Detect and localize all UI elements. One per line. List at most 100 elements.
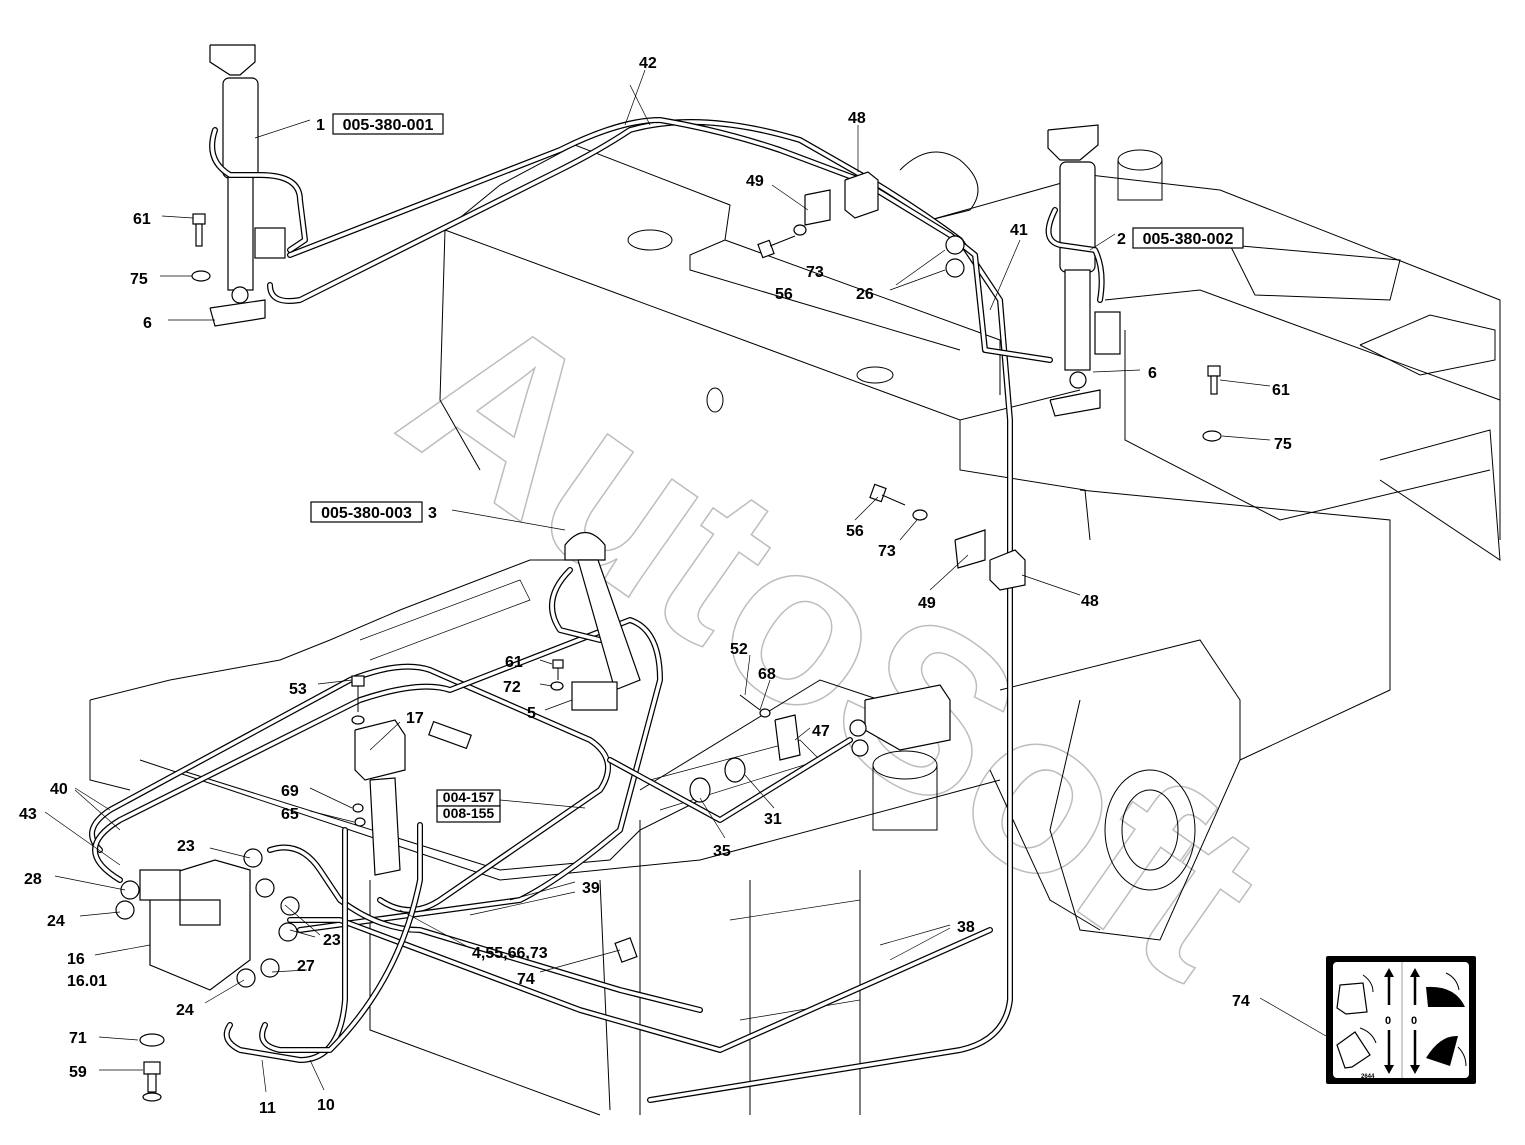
callout-38: 38 <box>957 919 975 936</box>
leader-line <box>629 84 651 126</box>
callout-72: 72 <box>503 679 521 696</box>
callout-74: 74 <box>1232 993 1250 1010</box>
up-down-arrow-icon <box>1384 968 1420 1074</box>
callout-74: 74 <box>517 971 535 988</box>
watermark-text: AutoSoft <box>362 260 1305 1027</box>
leader-lines <box>44 69 1327 1093</box>
leader-line <box>54 875 126 891</box>
reference-box <box>1132 227 1244 249</box>
reference-boxes: 005-380-001 005-380-002 005-380-003 004-157… <box>310 113 1244 823</box>
leader-line <box>899 519 918 541</box>
callout-16: 16 <box>67 951 85 968</box>
callout-59: 59 <box>69 1064 87 1081</box>
callout-56: 56 <box>775 286 793 303</box>
leader-line <box>744 774 775 809</box>
leader-line <box>161 215 194 219</box>
callout-35: 35 <box>713 843 731 860</box>
leader-line <box>271 969 308 973</box>
callout-5: 5 <box>527 705 536 722</box>
leader-line <box>309 1059 325 1091</box>
callout-2: 2 <box>1117 231 1126 248</box>
leader-line <box>369 721 401 751</box>
chassis-frame <box>89 144 1501 1116</box>
callout-73: 73 <box>806 264 824 281</box>
callout-75: 75 <box>130 271 148 288</box>
leader-line <box>1219 379 1271 387</box>
callout-61: 61 <box>133 211 151 228</box>
callout-71: 71 <box>69 1030 87 1047</box>
leader-line <box>759 679 771 711</box>
callout-16-01: 16.01 <box>67 973 107 990</box>
callout-17: 17 <box>406 710 424 727</box>
callout-47: 47 <box>812 723 830 740</box>
callout-6: 6 <box>143 315 152 332</box>
leader-line <box>74 787 111 811</box>
leader-line <box>539 949 621 973</box>
leader-line <box>309 787 353 809</box>
leader-line <box>1089 233 1116 251</box>
leader-line <box>469 891 576 916</box>
leader-line <box>79 911 121 917</box>
reference-box <box>436 805 501 823</box>
callout-56: 56 <box>846 523 864 540</box>
bonnet-raise-icon <box>1426 972 1465 1007</box>
leader-line <box>44 811 121 866</box>
leader-line <box>989 239 1021 311</box>
callout-41: 41 <box>1010 222 1028 239</box>
reference-box <box>310 501 423 523</box>
leader-line <box>98 1036 139 1041</box>
leader-line <box>209 847 251 859</box>
leader-line <box>289 929 316 938</box>
lift-cylinder-left <box>209 44 308 327</box>
decal-neutral-left: 0 <box>1385 1015 1391 1027</box>
leader-line <box>317 679 353 685</box>
callout-39: 39 <box>582 880 600 897</box>
leader-line <box>254 119 311 139</box>
leader-line <box>889 927 951 961</box>
hose-clamps <box>115 171 1026 991</box>
callout-10: 10 <box>317 1097 335 1114</box>
callout-61: 61 <box>1272 382 1290 399</box>
leader-line <box>879 924 951 946</box>
callout-24: 24 <box>176 1002 194 1019</box>
callout-11: 11 <box>259 1100 276 1117</box>
decal-neutral-right: 0 <box>1411 1015 1417 1027</box>
callout-1: 1 <box>316 117 325 134</box>
callout-26: 26 <box>856 286 874 303</box>
callout-27: 27 <box>297 958 315 975</box>
leader-line <box>509 881 576 901</box>
control-decal: 0 0 2644 <box>1326 956 1476 1084</box>
leader-line <box>1092 369 1141 373</box>
leader-line <box>1259 997 1327 1037</box>
leader-line <box>624 69 646 126</box>
bonnet-lower-icon <box>1426 1035 1467 1067</box>
hydraulic-hoses <box>89 117 1053 1103</box>
leader-line <box>889 269 946 291</box>
leader-line <box>539 683 553 687</box>
leader-line <box>204 979 245 1004</box>
callout-49: 49 <box>918 595 936 612</box>
leader-line <box>399 909 471 949</box>
fasteners <box>139 213 1222 1102</box>
callout-48: 48 <box>1081 593 1099 610</box>
reference-004-157: 004-157 <box>443 789 495 805</box>
callout-24: 24 <box>47 913 65 930</box>
callout-31: 31 <box>764 811 782 828</box>
callout-61: 61 <box>505 654 523 671</box>
callout-43: 43 <box>19 806 37 823</box>
leader-line <box>771 184 809 211</box>
callout-23: 23 <box>323 932 341 949</box>
watermark: AutoSoft <box>361 259 1305 1028</box>
reference-005-380-001: 005-380-001 <box>343 117 434 134</box>
reference-005-380-002: 005-380-002 <box>1143 231 1234 248</box>
callout-6: 6 <box>1148 365 1157 382</box>
reference-005-380-003: 005-380-003 <box>321 505 412 522</box>
cab-tilt-down-icon <box>1336 1027 1377 1069</box>
leader-line <box>699 797 726 839</box>
callout-48: 48 <box>848 110 866 127</box>
leader-line <box>284 904 321 936</box>
cab-tilt-up-icon <box>1336 974 1374 1015</box>
leader-line <box>544 699 573 711</box>
